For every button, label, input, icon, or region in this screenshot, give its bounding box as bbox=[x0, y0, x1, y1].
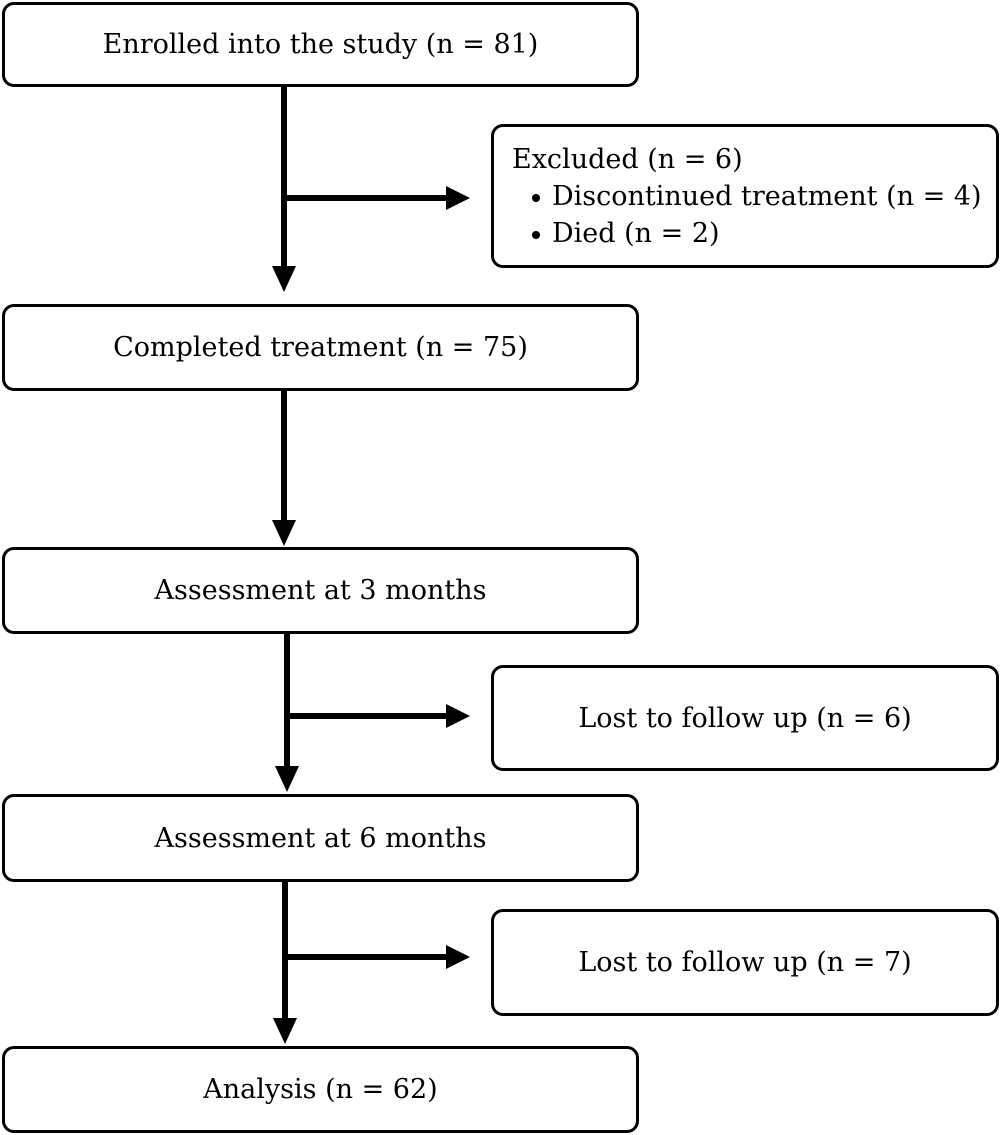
arrowhead-to-assessment6 bbox=[275, 766, 299, 792]
box-completed-label: Completed treatment (n = 75) bbox=[113, 332, 528, 363]
box-excluded: Excluded (n = 6) Discontinued treatment … bbox=[491, 124, 999, 268]
box-assessment-3-months: Assessment at 3 months bbox=[2, 547, 639, 634]
box-lost-1-label: Lost to follow up (n = 6) bbox=[578, 702, 912, 734]
box-lost-follow-up-2: Lost to follow up (n = 7) bbox=[491, 909, 999, 1016]
excluded-reason-died: Died (n = 2) bbox=[532, 215, 982, 252]
excluded-reason-discontinued: Discontinued treatment (n = 4) bbox=[532, 178, 982, 215]
box-analysis: Analysis (n = 62) bbox=[2, 1046, 639, 1133]
box-enrolled: Enrolled into the study (n = 81) bbox=[2, 2, 639, 87]
arrowhead-to-lost1 bbox=[446, 704, 470, 728]
arrowhead-to-completed bbox=[272, 266, 296, 292]
box-lost-2-label: Lost to follow up (n = 7) bbox=[578, 947, 912, 978]
arrowhead-to-analysis bbox=[273, 1018, 297, 1044]
excluded-reasons-list: Discontinued treatment (n = 4) Died (n =… bbox=[512, 178, 982, 252]
arrowhead-to-lost2 bbox=[446, 945, 470, 969]
box-excluded-title: Excluded (n = 6) bbox=[512, 143, 743, 175]
arrowhead-to-excluded bbox=[446, 186, 470, 210]
box-assessment-6-label: Assessment at 6 months bbox=[154, 822, 487, 854]
box-enrolled-label: Enrolled into the study (n = 81) bbox=[102, 29, 539, 60]
box-assessment-6-months: Assessment at 6 months bbox=[2, 794, 639, 882]
box-assessment-3-label: Assessment at 3 months bbox=[154, 575, 487, 606]
box-completed: Completed treatment (n = 75) bbox=[2, 304, 639, 391]
box-analysis-label: Analysis (n = 62) bbox=[203, 1074, 438, 1105]
box-lost-follow-up-1: Lost to follow up (n = 6) bbox=[491, 665, 999, 771]
arrowhead-to-assessment3 bbox=[272, 520, 296, 546]
